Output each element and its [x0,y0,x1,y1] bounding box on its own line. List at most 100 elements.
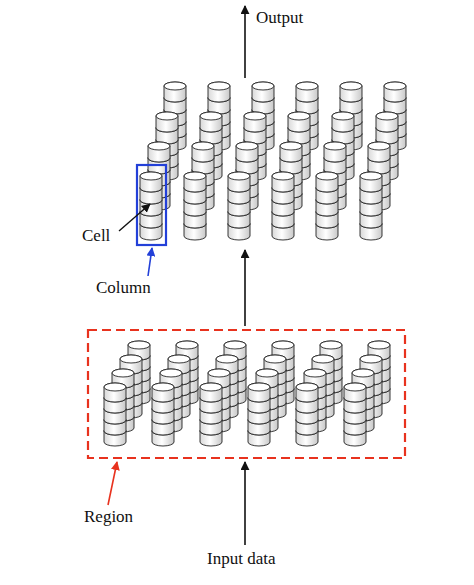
cylinder-body [296,82,318,102]
output-arrow [244,6,246,78]
cell-cylinder [192,142,214,162]
cell-cylinder [340,82,362,102]
cell-cylinder [140,172,162,192]
cylinder-top [156,112,178,120]
cell-cylinder [376,112,398,132]
cell-cylinder [236,142,258,162]
cell-cylinder [164,82,186,102]
cylinder-top [376,112,398,120]
cylinder-body [344,383,366,402]
cylinder-top [192,142,214,150]
cylinder-top [164,82,186,90]
cylinder-top [352,369,374,377]
label-text: Input data [207,550,275,569]
cell-cylinder [200,383,222,402]
layer-arrow [244,250,246,326]
cylinder-body [152,383,174,402]
cylinder-top [296,82,318,90]
cylinder-top [128,341,150,349]
cylinder-top [360,355,382,363]
cylinder-top [340,82,362,90]
cylinder-top [208,82,230,90]
cell-cylinder [184,172,206,192]
cylinder-body [316,172,338,192]
cylinder-body [200,112,222,132]
cylinder-top [228,172,250,180]
cylinder-top [248,383,270,391]
cell-cylinder [104,383,126,402]
cell-cylinder [280,142,302,162]
cell-cylinder [316,172,338,192]
cylinder-top [324,142,346,150]
cylinder-top [272,341,294,349]
cylinder-top [244,112,266,120]
cylinder-body [208,82,230,102]
cylinder-body [140,172,162,192]
cylinder-top [344,383,366,391]
cylinder-top [112,369,134,377]
cylinder-top [316,172,338,180]
cylinder-top [312,355,334,363]
cylinder-top [332,112,354,120]
cylinder-body [156,112,178,132]
cylinder-body [296,383,318,402]
cell-cylinder [332,112,354,132]
cylinder-body [324,142,346,162]
cylinder-body [340,82,362,102]
cell-cylinder [272,172,294,192]
cylinder-top [216,355,238,363]
cylinder-body [244,112,266,132]
cylinder-top [236,142,258,150]
label-text: Output [256,9,303,28]
cylinder-body [184,172,206,192]
cylinder-top [120,355,142,363]
cylinder-body [368,142,390,162]
cylinder-top [208,369,230,377]
cylinder-top [272,172,294,180]
cylinder-body [280,142,302,162]
cylinder-top [360,172,382,180]
cylinder-top [384,82,406,90]
cell-cylinder [384,82,406,102]
cylinder-body [164,82,186,102]
cylinder-body [272,172,294,192]
cell-leader [119,204,150,231]
cell-cylinder [200,112,222,132]
input-arrow [244,462,246,545]
cell-cylinder [288,112,310,132]
cylinder-body [332,112,354,132]
cylinder-body [228,172,250,192]
cylinder-top [256,369,278,377]
cylinder-top [200,112,222,120]
cylinder-body [360,172,382,192]
cylinder-body [384,82,406,102]
region-leader [108,462,117,505]
cylinder-body [252,82,274,102]
column-highlight [137,165,166,245]
cell-cylinder [228,172,250,192]
cylinder-body [288,112,310,132]
cell-cylinder [148,142,170,162]
cylinder-top [104,383,126,391]
cylinder-top [224,341,246,349]
cell-array-lower [104,341,390,446]
cylinder-top [168,355,190,363]
cylinder-top [368,142,390,150]
cylinder-top [252,82,274,90]
cell-array-upper [140,82,406,240]
cylinder-body [104,383,126,402]
cell-cylinder [244,112,266,132]
cylinder-top [184,172,206,180]
cell-cylinder [360,172,382,192]
cylinder-top [304,369,326,377]
cylinder-body [192,142,214,162]
cylinder-top [320,341,342,349]
cylinder-top [288,112,310,120]
cylinder-top [264,355,286,363]
cylinder-body [148,142,170,162]
cylinder-body [200,383,222,402]
label-text: Cell [82,227,110,246]
region-outline [88,330,405,458]
